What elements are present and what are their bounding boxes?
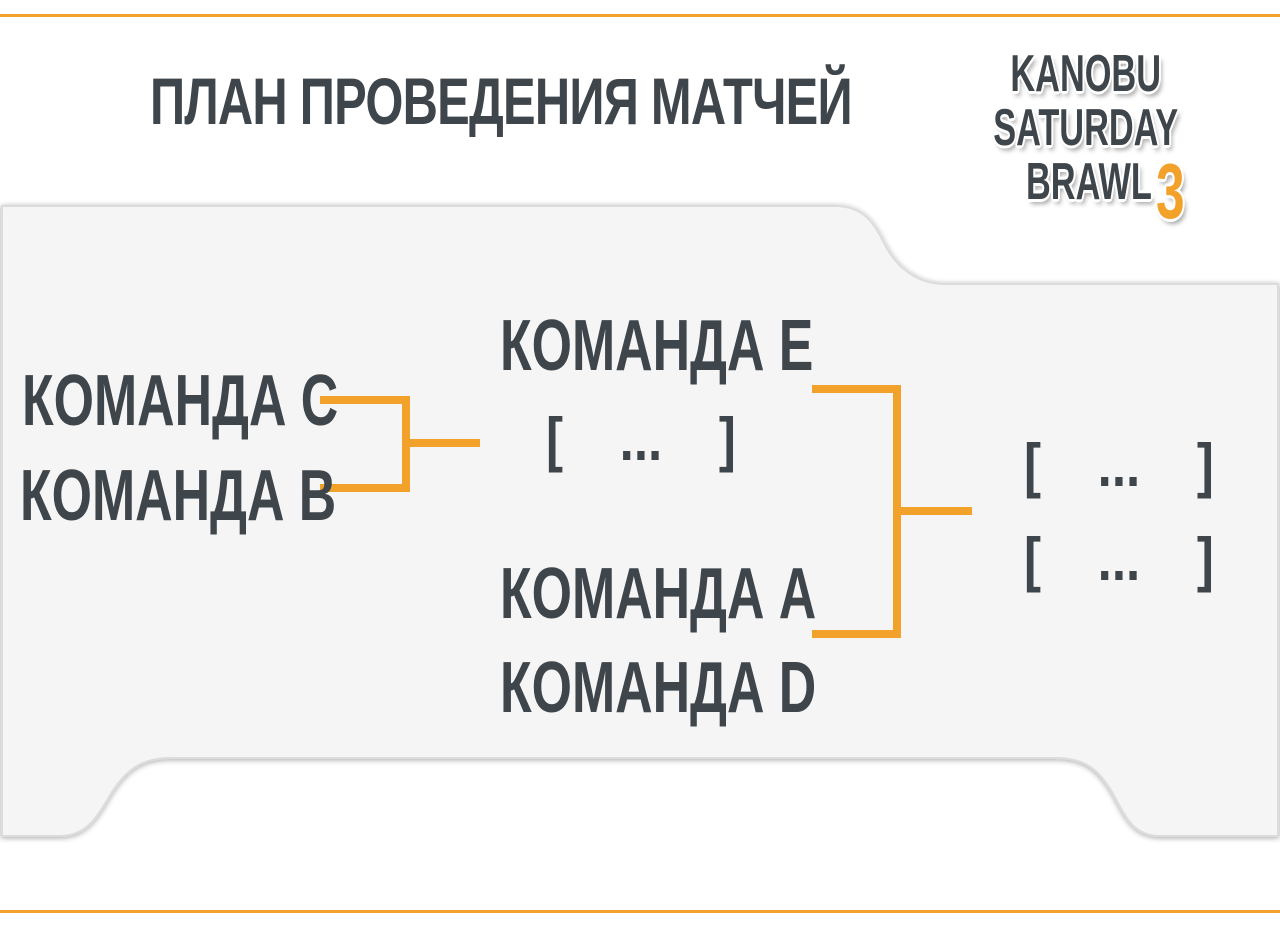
bracket-panel (1, 205, 1279, 837)
team-semifinal-top: КОМАНДА E (500, 306, 814, 386)
logo-line-saturday: SATURDAY (993, 99, 1179, 157)
slot-semifinal-winner: [ ... ] (546, 406, 736, 473)
logo-line-brawl: BRAWL (1026, 153, 1152, 211)
team-round1-top: КОМАНДА C (22, 361, 339, 441)
connector-semifinal (812, 385, 972, 638)
tournament-logo: KANOBU SATURDAY BRAWL 3 (990, 45, 1200, 230)
logo-line-kanobu: KANOBU (1010, 45, 1162, 103)
slot-final-1: [ ... ] (1024, 432, 1214, 499)
top-accent-rule (0, 14, 1280, 17)
team-semifinal-a: КОМАНДА A (500, 554, 817, 634)
bottom-accent-rule (0, 910, 1280, 913)
connector-round1 (320, 396, 480, 492)
logo-number: 3 (1156, 147, 1185, 235)
slot-final-2: [ ... ] (1024, 526, 1214, 593)
team-round1-bottom: КОМАНДА B (20, 456, 337, 536)
team-semifinal-d: КОМАНДА D (500, 648, 817, 728)
